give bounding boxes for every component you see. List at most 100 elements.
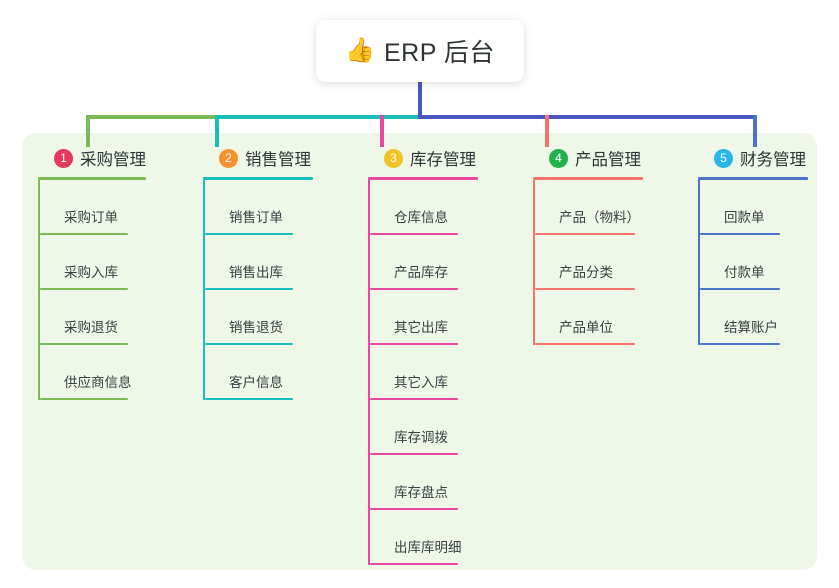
leaf-label: 付款单	[724, 265, 765, 280]
diagram-panel	[22, 133, 817, 570]
leaf-node[interactable]: 产品库存	[368, 235, 518, 290]
branch-badge-4: 4	[549, 148, 568, 168]
leaf-rail-5	[698, 180, 700, 345]
leaf-label: 采购订单	[64, 210, 118, 225]
branch-drop-5	[753, 115, 757, 147]
leaf-list-1: 采购订单采购入库采购退货供应商信息	[38, 180, 188, 400]
leaf-node[interactable]: 库存盘点	[368, 455, 518, 510]
leaf-node[interactable]: 回款单	[698, 180, 838, 235]
leaf-list-2: 销售订单销售出库销售退货客户信息	[203, 180, 353, 400]
leaf-label: 出库库明细	[394, 540, 462, 555]
leaf-label: 产品库存	[394, 265, 448, 280]
leaf-label: 库存盘点	[394, 485, 448, 500]
root-node[interactable]: 👍 ERP 后台	[316, 20, 524, 82]
leaf-node[interactable]: 销售出库	[203, 235, 353, 290]
branch-drop-2	[215, 115, 219, 147]
leaf-node[interactable]: 销售退货	[203, 290, 353, 345]
leaf-underline	[40, 343, 128, 345]
leaf-node[interactable]: 客户信息	[203, 345, 353, 400]
branch-badge-3: 3	[384, 148, 403, 168]
leaf-label: 销售订单	[229, 210, 283, 225]
leaf-node[interactable]: 产品（物料）	[533, 180, 683, 235]
branch-title-1: 采购管理	[80, 151, 146, 169]
leaf-underline	[535, 233, 635, 235]
branch-title-3: 库存管理	[410, 151, 476, 169]
leaf-node[interactable]: 采购退货	[38, 290, 188, 345]
leaf-node[interactable]: 产品分类	[533, 235, 683, 290]
branch-badge-1: 1	[54, 148, 73, 168]
leaf-label: 产品（物料）	[559, 210, 640, 225]
leaf-label: 客户信息	[229, 375, 283, 390]
branch-underline-5	[698, 177, 808, 180]
leaf-underline	[40, 233, 128, 235]
bus-segment-2	[215, 115, 423, 119]
leaf-label: 采购退货	[64, 320, 118, 335]
leaf-label: 其它入库	[394, 375, 448, 390]
leaf-node[interactable]: 其它入库	[368, 345, 518, 400]
leaf-label: 其它出库	[394, 320, 448, 335]
leaf-underline	[370, 398, 458, 400]
leaf-node[interactable]: 仓库信息	[368, 180, 518, 235]
leaf-label: 采购入库	[64, 265, 118, 280]
leaf-list-5: 回款单付款单结算账户	[698, 180, 838, 345]
leaf-label: 结算账户	[724, 320, 778, 335]
leaf-rail-1	[38, 180, 40, 400]
leaf-underline	[205, 398, 293, 400]
leaf-rail-3	[368, 180, 370, 565]
branch-drop-3	[380, 115, 384, 147]
branch-drop-4	[545, 115, 549, 147]
branch-underline-3	[368, 177, 478, 180]
branch-header-2[interactable]: 2 销售管理	[203, 145, 353, 171]
leaf-underline	[205, 343, 293, 345]
leaf-label: 销售出库	[229, 265, 283, 280]
leaf-rail-4	[533, 180, 535, 345]
leaf-underline	[205, 288, 293, 290]
leaf-underline	[370, 563, 458, 565]
leaf-underline	[370, 343, 458, 345]
leaf-node[interactable]: 其它出库	[368, 290, 518, 345]
leaf-underline	[370, 288, 458, 290]
leaf-underline	[700, 288, 780, 290]
branch-title-2: 销售管理	[245, 151, 311, 169]
leaf-underline	[700, 343, 780, 345]
leaf-node[interactable]: 出库库明细	[368, 510, 518, 565]
branch-underline-4	[533, 177, 643, 180]
branch-header-4[interactable]: 4 产品管理	[533, 145, 683, 171]
leaf-node[interactable]: 结算账户	[698, 290, 838, 345]
leaf-underline	[535, 343, 635, 345]
branch-underline-1	[38, 177, 146, 180]
leaf-underline	[40, 288, 128, 290]
branch-drop-1	[86, 115, 90, 147]
leaf-label: 库存调拨	[394, 430, 448, 445]
leaf-underline	[205, 233, 293, 235]
root-stem	[418, 82, 422, 119]
branch-badge-2: 2	[219, 148, 238, 168]
leaf-label: 供应商信息	[64, 375, 132, 390]
leaf-label: 产品单位	[559, 320, 613, 335]
leaf-underline	[370, 453, 458, 455]
leaf-label: 产品分类	[559, 265, 613, 280]
leaf-node[interactable]: 库存调拨	[368, 400, 518, 455]
branch-header-3[interactable]: 3 库存管理	[368, 145, 518, 171]
leaf-label: 销售退货	[229, 320, 283, 335]
branch-header-1[interactable]: 1 采购管理	[38, 145, 188, 171]
leaf-rail-2	[203, 180, 205, 400]
leaf-underline	[535, 288, 635, 290]
branch-underline-2	[203, 177, 313, 180]
branch-column-4: 4 产品管理产品（物料） 产品分类产品单位	[533, 145, 683, 345]
leaf-underline	[700, 233, 780, 235]
thumbs-up-icon: 👍	[345, 37, 375, 64]
branch-column-2: 2 销售管理销售订单销售出库销售退货客户信息	[203, 145, 353, 400]
leaf-node[interactable]: 销售订单	[203, 180, 353, 235]
leaf-node[interactable]: 供应商信息	[38, 345, 188, 400]
leaf-list-3: 仓库信息产品库存其它出库其它入库库存调拨库存盘点出库库明细	[368, 180, 518, 565]
leaf-node[interactable]: 产品单位	[533, 290, 683, 345]
branch-title-4: 产品管理	[575, 151, 641, 169]
leaf-underline	[40, 398, 128, 400]
leaf-node[interactable]: 付款单	[698, 235, 838, 290]
leaf-label: 仓库信息	[394, 210, 448, 225]
leaf-node[interactable]: 采购入库	[38, 235, 188, 290]
leaf-node[interactable]: 采购订单	[38, 180, 188, 235]
